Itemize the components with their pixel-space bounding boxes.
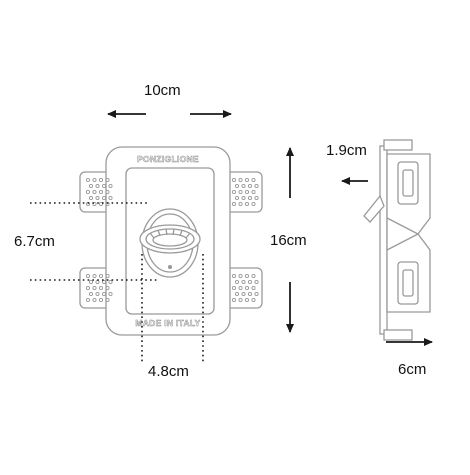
side-view bbox=[363, 139, 431, 341]
front-view bbox=[79, 146, 263, 336]
plate-inner-recess bbox=[125, 167, 215, 315]
tab-dots-top-left bbox=[85, 177, 113, 207]
side-body bbox=[386, 153, 431, 313]
mounting-tab-bottom-right bbox=[225, 267, 263, 309]
height-label: 16cm bbox=[270, 232, 307, 249]
depth-top-label: 1.9cm bbox=[326, 142, 367, 159]
hole-width-label: 4.8cm bbox=[148, 363, 189, 380]
mounting-tab-top-right bbox=[225, 171, 263, 213]
plate-brand-text: PONZIGLIONE bbox=[137, 154, 199, 164]
spotlight-ring bbox=[139, 224, 201, 254]
side-slot-top bbox=[397, 161, 419, 205]
hole-spacing-label: 6.7cm bbox=[14, 233, 55, 250]
side-slot-bottom bbox=[397, 261, 419, 305]
width-label: 10cm bbox=[144, 82, 181, 99]
tab-dots-bottom-right bbox=[231, 273, 259, 303]
tab-dots-bottom-left bbox=[85, 273, 113, 303]
plate-origin-text: MADE IN ITALY bbox=[135, 318, 200, 328]
tab-dots-top-right bbox=[231, 177, 259, 207]
depth-label: 6cm bbox=[398, 361, 427, 378]
side-plate bbox=[379, 145, 388, 335]
side-angled-tab bbox=[363, 194, 385, 223]
spotlight-center-mark bbox=[167, 264, 173, 270]
